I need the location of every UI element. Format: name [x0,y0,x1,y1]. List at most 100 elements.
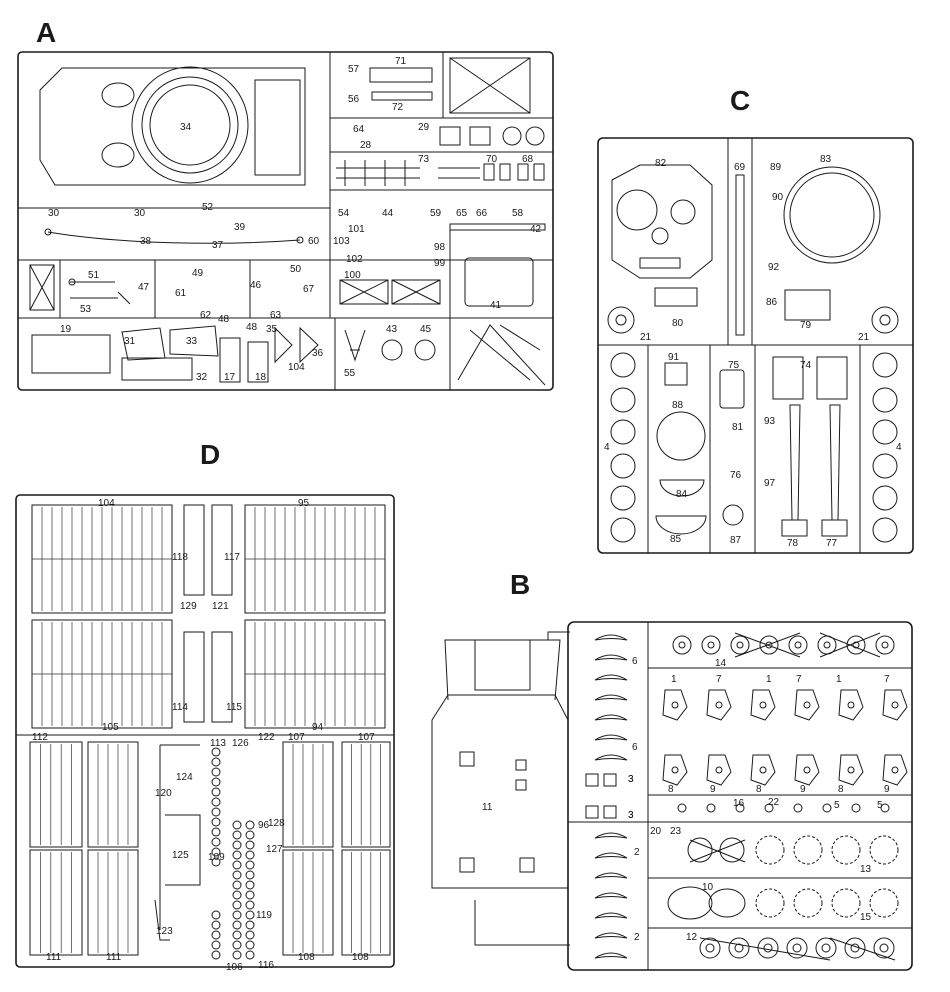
part-label: 76 [730,470,742,481]
part-label: 17 [224,372,236,383]
part-label: 48 [218,314,230,325]
part-label: 116 [258,960,274,971]
part-label: 94 [312,722,324,733]
part-label: 23 [670,826,682,837]
part-label: 53 [80,304,92,315]
part-label: 127 [266,844,283,855]
part-label: 93 [764,416,776,427]
part-label: 58 [512,208,524,219]
part-label: 4 [896,442,902,453]
part-label: 3 [628,810,634,821]
part-label: 67 [303,284,315,295]
sprue-c-letter: C [730,85,750,116]
part-label: 39 [234,222,246,233]
part-label: 52 [202,202,214,213]
part-label: 43 [386,324,398,335]
part-label: 71 [395,56,407,67]
part-label: 42 [530,224,542,235]
part-label: 14 [715,658,727,669]
part-label: 6 [632,742,638,753]
part-label: 88 [672,400,684,411]
part-label: 55 [344,368,356,379]
sprue-c: C [597,85,914,554]
part-label: 78 [787,538,799,549]
part-label: 86 [766,297,778,308]
part-label: 1 [671,674,677,685]
part-label: 109 [208,852,225,863]
part-label: 72 [392,102,404,113]
part-label: 100 [344,270,361,281]
part-label: 84 [676,489,688,500]
part-label: 74 [800,360,812,371]
part-label: 30 [134,208,146,219]
part-label: 12 [686,932,698,943]
part-label: 121 [212,601,229,612]
part-label: 77 [826,538,838,549]
part-label: 16 [733,798,745,809]
part-label: 99 [434,258,446,269]
part-label: 111 [46,952,62,963]
part-label: 126 [232,738,249,749]
part-label: 123 [156,926,173,937]
part-label: 107 [288,732,305,743]
sprue-b-frame [567,621,913,971]
part-label: 3 [628,774,634,785]
part-label: 122 [258,732,275,743]
part-label: 2 [634,847,640,858]
part-label: 85 [670,534,682,545]
part-label: 47 [138,282,150,293]
part-label: 7 [884,674,890,685]
part-label: 21 [858,332,870,343]
part-label: 2 [634,932,640,943]
part-label: 9 [884,784,890,795]
part-label: 108 [352,952,369,963]
part-label: 60 [308,236,320,247]
part-label: 82 [655,158,667,169]
part-label: 29 [418,122,430,133]
part-label: 128 [268,818,285,829]
part-label: 9 [710,784,716,795]
part-label: 104 [98,498,115,509]
part-label: 1 [766,674,772,685]
part-label: 66 [476,208,488,219]
sprue-a: A [17,17,554,391]
part-label: 83 [820,154,832,165]
part-label: 5 [877,800,883,811]
part-label: 45 [420,324,432,335]
part-label: 51 [88,270,100,281]
part-label: 22 [768,797,780,808]
part-label: 57 [348,64,360,75]
part-label: 8 [838,784,844,795]
part-label: 36 [312,348,324,359]
part-label: 113 [210,738,226,749]
part-label: 114 [172,702,188,713]
part-label: 65 [456,208,468,219]
part-label: 9 [800,784,806,795]
part-label: 38 [140,236,152,247]
part-label: 34 [180,122,192,133]
part-label: 35 [266,324,278,335]
part-label: 111 [106,952,122,963]
part-label: 90 [772,192,784,203]
part-label: 70 [486,154,498,165]
part-label: 37 [212,240,224,251]
part-label: 21 [640,332,652,343]
part-label: 19 [60,324,72,335]
part-label: 59 [430,208,442,219]
part-label: 1 [836,674,842,685]
part-label: 69 [734,162,746,173]
part-label: 11 [482,802,493,813]
part-label: 3 [628,774,634,785]
part-label: 46 [250,280,262,291]
part-label: 125 [172,850,189,861]
part-label: 28 [360,140,372,151]
part-label: 49 [192,268,204,279]
part-label: 8 [756,784,762,795]
part-label: 112 [32,732,48,743]
part-label: 119 [256,910,272,921]
part-label: 56 [348,94,360,105]
part-label: 54 [338,208,350,219]
part-label: 33 [186,336,198,347]
part-label: 3 [628,810,634,821]
part-label: 115 [226,702,242,713]
